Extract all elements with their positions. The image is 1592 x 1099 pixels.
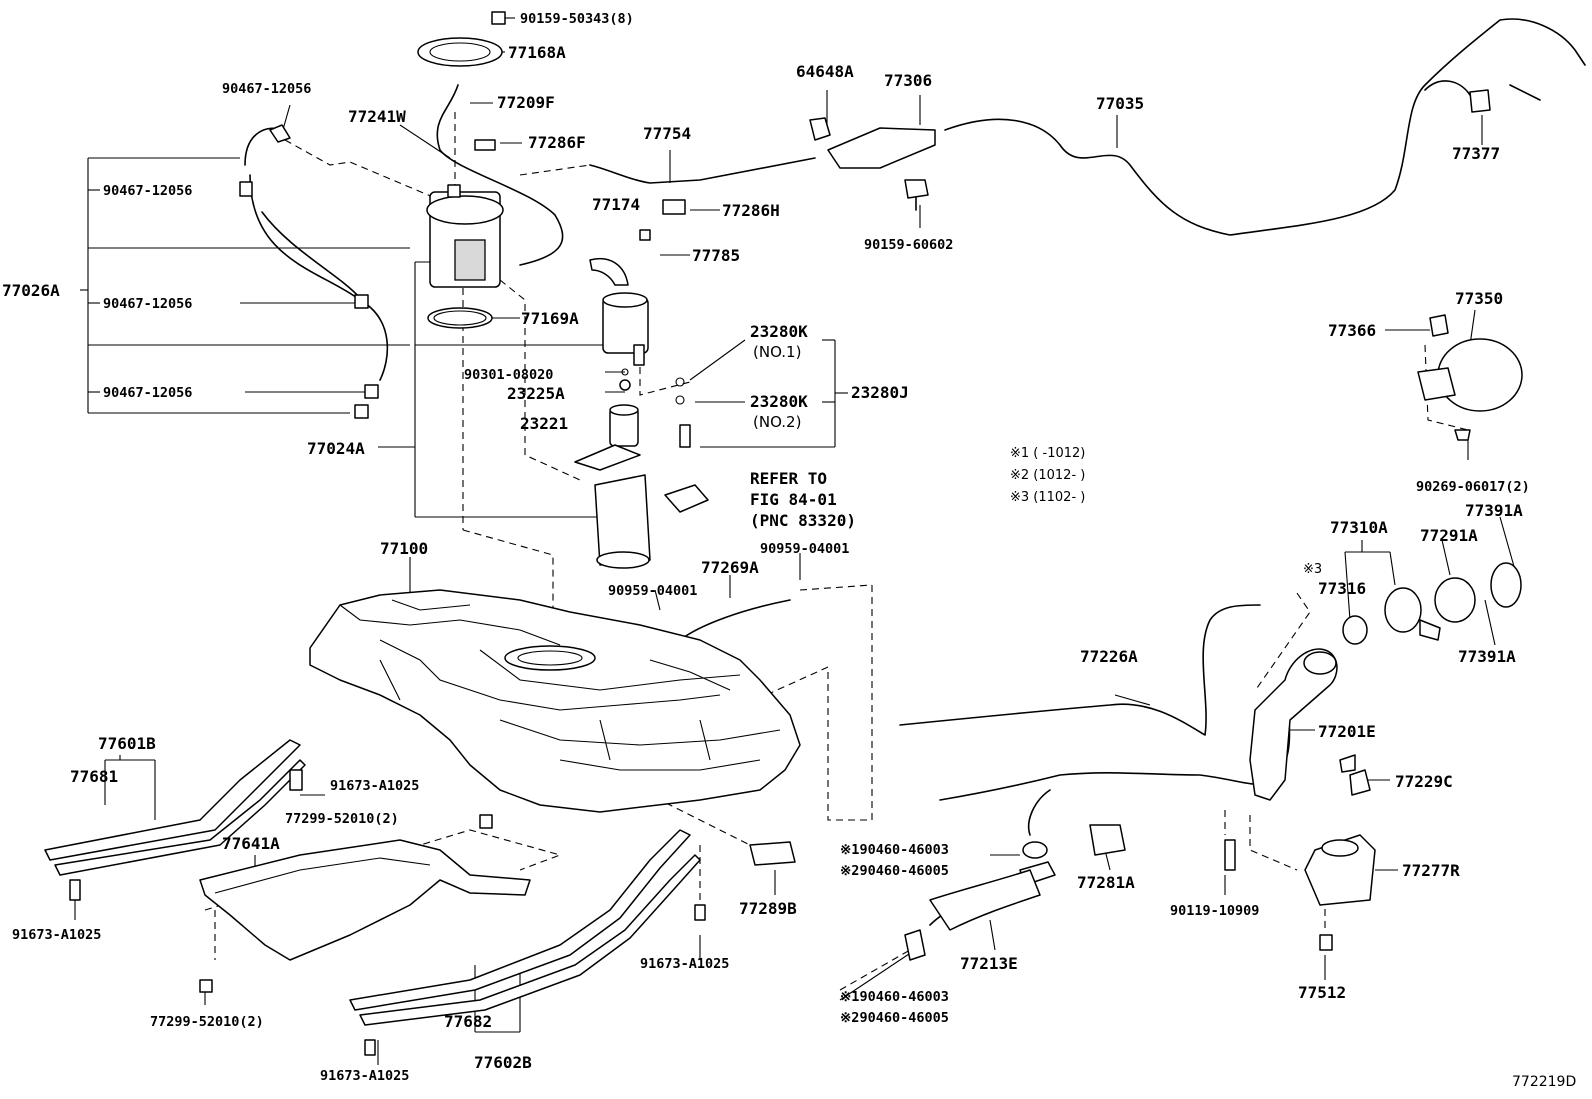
part-label-90119-10909: 90119-10909: [1170, 903, 1260, 919]
part-label-91673-a1025-c: 91673-A1025: [640, 956, 730, 972]
part-label-77277r: 77277R: [1402, 861, 1460, 880]
part-label-90460-46005-a: ※290460-46005: [840, 863, 949, 879]
part-label-77229c: 77229C: [1395, 772, 1453, 791]
part-label-23225a: 23225A: [507, 384, 565, 403]
part-label-77754: 77754: [643, 124, 692, 143]
part-label-90159-50343: 90159-50343(8): [520, 11, 634, 27]
part-label-90460-46003-a: ※190460-46003: [840, 842, 949, 858]
part-label-77226a: 77226A: [1080, 647, 1138, 666]
part-label-77291a: 77291A: [1420, 526, 1478, 545]
part-label-90460-46003-b: ※190460-46003: [840, 989, 949, 1005]
part-label-23280j: 23280J: [851, 383, 909, 402]
part-label-77366: 77366: [1328, 321, 1377, 340]
part-label-77174: 77174: [592, 195, 641, 214]
part-label-77377: 77377: [1452, 144, 1501, 163]
note-1: ※1 ( -1012): [1010, 446, 1086, 461]
part-label-77281a: 77281A: [1077, 873, 1135, 892]
straps-and-protector: [44, 739, 796, 1056]
part-label-23280k-no2: 23280K: [750, 392, 808, 411]
note-2: ※2 (1012- ): [1010, 468, 1086, 483]
part-label-77316-mark: ※3: [1303, 562, 1323, 577]
part-label-90301-08020: 90301-08020: [464, 367, 554, 383]
part-label-90467-12056-a: 90467-12056: [103, 183, 193, 199]
part-label-23280k-no1-sub: (NO.1): [753, 343, 802, 361]
part-label-23221: 23221: [520, 414, 569, 433]
part-label-77299-52010-a: 77299-52010(2): [285, 811, 399, 827]
part-label-77350: 77350: [1455, 289, 1504, 308]
part-label-77213e: 77213E: [960, 954, 1018, 973]
part-label-23280k-no2-sub: (NO.2): [753, 413, 802, 431]
part-label-77682: 77682: [444, 1012, 493, 1031]
part-label-77289b: 77289B: [739, 899, 797, 918]
part-label-77026a: 77026A: [2, 281, 60, 300]
filler-neck: [904, 648, 1376, 961]
part-label-90269-06017: 90269-06017(2): [1416, 479, 1530, 495]
part-label-77241w: 77241W: [348, 107, 406, 126]
part-label-77169a: 77169A: [521, 309, 579, 328]
hoses-and-pipes: [244, 18, 1586, 926]
part-label-77100: 77100: [380, 539, 429, 558]
part-label-77024a: 77024A: [307, 439, 365, 458]
part-label-77201e: 77201E: [1318, 722, 1376, 741]
part-label-77391a-top: 77391A: [1465, 501, 1523, 520]
filler-door-parts: [1342, 314, 1523, 645]
part-label-90467-12056-b: 90467-12056: [103, 296, 193, 312]
part-label-90959-04001-a: 90959-04001: [760, 541, 850, 557]
part-label-90959-04001-b: 90959-04001: [608, 583, 698, 599]
part-label-77269a: 77269A: [701, 558, 759, 577]
part-label-77286f: 77286F: [528, 133, 586, 152]
part-label-77306: 77306: [884, 71, 933, 90]
part-label-77602b: 77602B: [474, 1053, 532, 1072]
part-label-77601b: 77601B: [98, 734, 156, 753]
part-label-90460-46005-b: ※290460-46005: [840, 1010, 949, 1026]
part-label-77316: 77316: [1318, 579, 1367, 598]
part-label-90467-12056-c: 90467-12056: [103, 385, 193, 401]
part-label-77641a: 77641A: [222, 834, 280, 853]
part-label-23280k-no1: 23280K: [750, 322, 808, 341]
part-label-91673-a1025-a: 91673-A1025: [330, 778, 420, 794]
part-label-90159-60602: 90159-60602: [864, 237, 954, 253]
part-label-77512: 77512: [1298, 983, 1347, 1002]
part-label-77299-52010-b: 77299-52010(2): [150, 1014, 264, 1030]
part-label-91673-a1025-d: 91673-A1025: [320, 1068, 410, 1084]
fuel-pump-module: [239, 11, 709, 569]
part-label-64648a: 64648A: [796, 62, 854, 81]
part-label-77681: 77681: [70, 767, 119, 786]
part-label-77391a-bottom: 77391A: [1458, 647, 1516, 666]
refer-line-3: (PNC 83320): [750, 511, 856, 530]
part-label-77035: 77035: [1096, 94, 1145, 113]
part-label-90467-12056-top: 90467-12056: [222, 81, 312, 97]
diagram-code: 772219D: [1512, 1074, 1577, 1090]
part-label-91673-a1025-b: 91673-A1025: [12, 927, 102, 943]
part-label-77286h: 77286H: [722, 201, 780, 220]
part-label-77310a: 77310A: [1330, 518, 1388, 537]
refer-line-2: FIG 84-01: [750, 490, 837, 509]
fuel-tank: [309, 589, 801, 813]
note-3: ※3 (1102- ): [1010, 490, 1086, 505]
refer-line-1: REFER TO: [750, 469, 828, 488]
part-label-77168a: 77168A: [508, 43, 566, 62]
canister-parts: [809, 89, 1491, 211]
part-label-77209f: 77209F: [497, 93, 555, 112]
part-label-77785: 77785: [692, 246, 741, 265]
